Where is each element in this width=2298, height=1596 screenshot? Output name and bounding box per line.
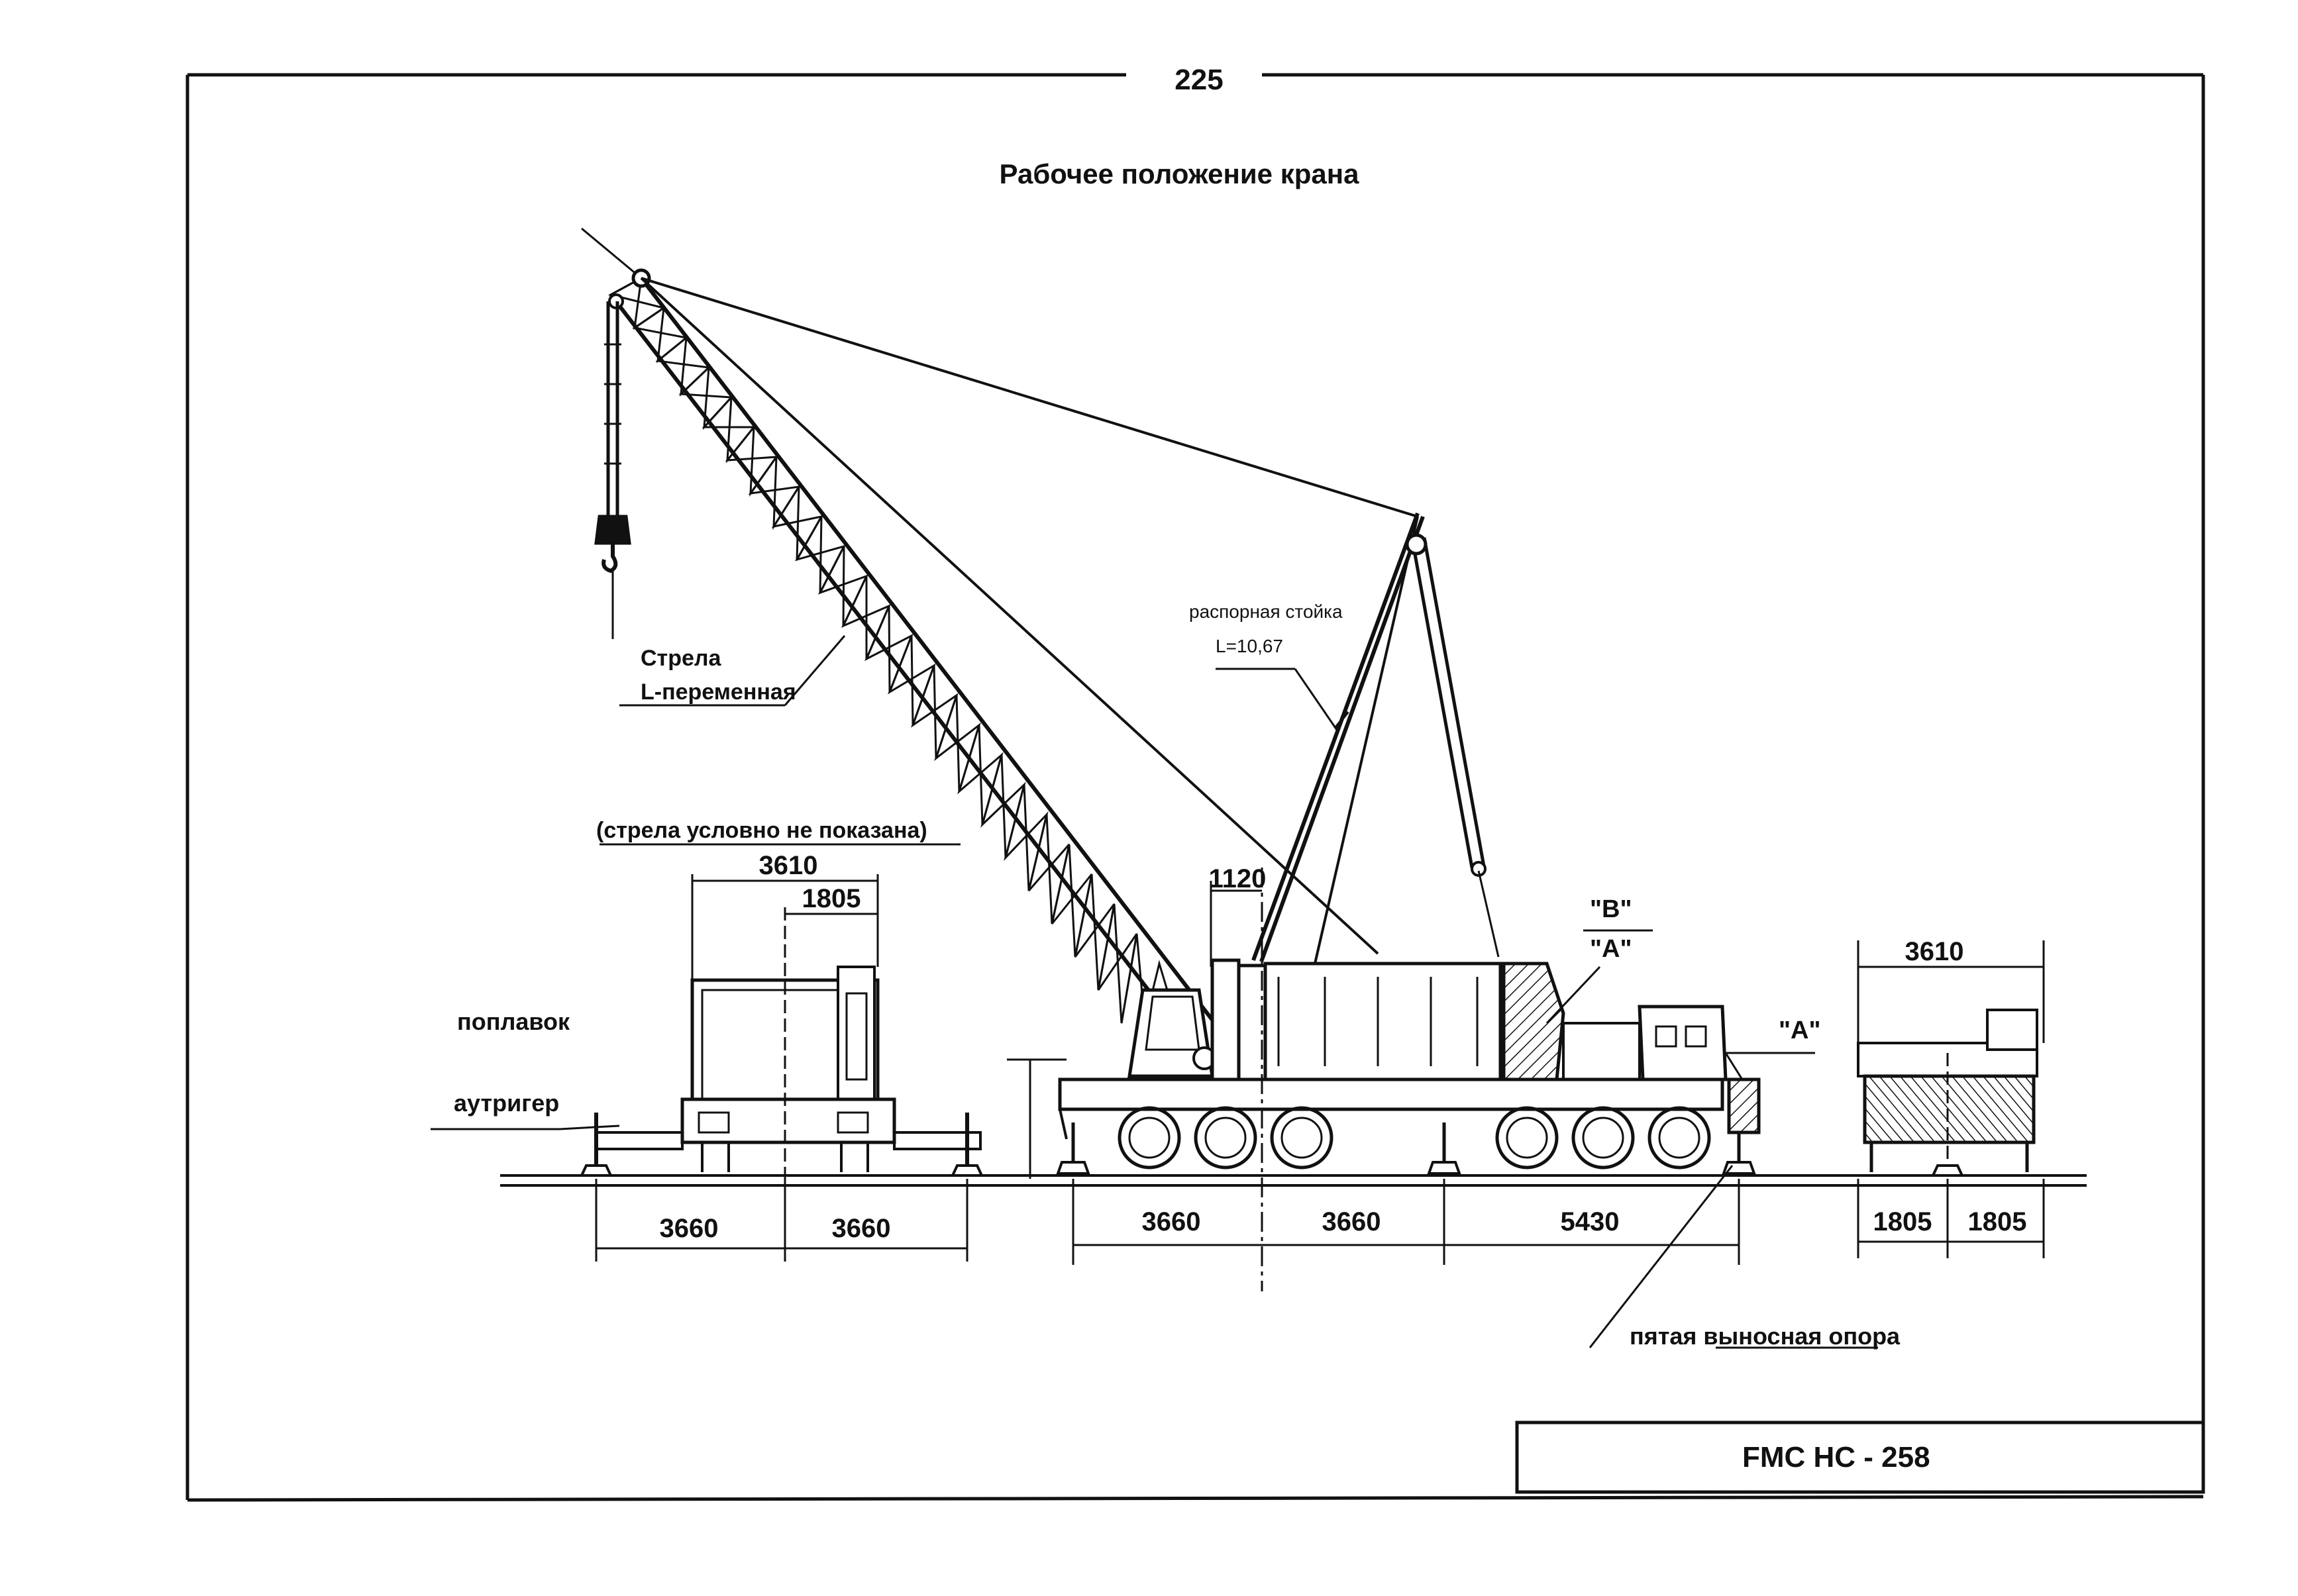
dim-main-base-2: 3660 [1322,1207,1381,1236]
pendant-lines [640,277,1419,964]
title-block: FMC HC - 258 [1515,1421,2205,1494]
ground-line [500,1174,2087,1187]
dim-left-base-1: 3660 [660,1214,719,1243]
dim-main-base-3: 5430 [1561,1207,1620,1236]
title-block-text: FMC HC - 258 [1742,1441,1930,1473]
dimension-lines [595,868,2045,1291]
mark-a-right: "A" [1779,1017,1820,1044]
right-view [1857,1009,2038,1177]
dim-left-top-half: 1805 [802,884,861,913]
page-number: 225 [1175,64,1223,96]
mark-b: "B" [1590,895,1632,923]
boom-label-line1: Стрела [641,646,721,671]
drawing-title: Рабочее положение крана [1000,158,1360,189]
dim-right-base-1: 1805 [1873,1207,1932,1236]
outrigger-label: аутригер [454,1089,559,1117]
crane-carrier [1056,958,1761,1175]
hook [594,301,631,639]
boom-not-shown-note: (стрела условно не показана) [596,818,927,843]
left-view [579,966,984,1177]
strut-label-line2: L=10,67 [1216,636,1283,656]
dim-left-base-2: 3660 [832,1214,891,1243]
strut [1251,512,1425,963]
leader-lines [431,635,1878,1349]
strut-label-line1: распорная стойка [1189,601,1343,622]
boom-label-line2: L-переменная [641,679,796,705]
float-label: поплавок [457,1008,570,1035]
dim-main-base-1: 3660 [1142,1207,1201,1236]
sheet-frame [185,73,2205,1502]
backstay [1405,533,1500,958]
boom-lattice [581,227,1214,1031]
fifth-support-label: пятая выносная опора [1630,1322,1901,1350]
dim-boom-offset: 1120 [1209,864,1267,893]
dim-right-top-width: 3610 [1905,937,1964,966]
dim-left-top-width: 3610 [759,851,818,880]
mark-a: "A" [1590,935,1632,963]
dim-right-base-2: 1805 [1968,1207,2027,1236]
